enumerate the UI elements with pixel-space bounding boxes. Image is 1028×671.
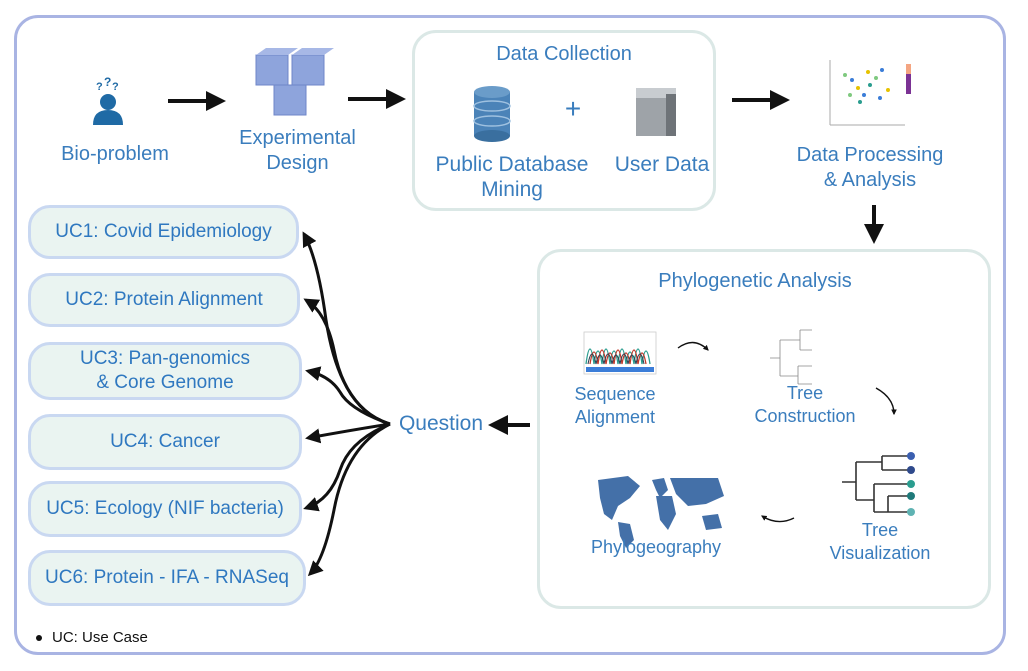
arrow-question-to-uc6 (307, 422, 391, 577)
tree-visualization-label: Tree Visualization (829, 520, 931, 563)
arrow-question-to-uc1 (302, 231, 391, 426)
arrow-question-to-uc4 (305, 422, 391, 444)
use-case-uc1[interactable]: UC1: Covid Epidemiology (28, 205, 299, 259)
phylogeography-label: Phylogeography (590, 537, 722, 557)
user-data-label: User Data (614, 153, 710, 176)
arrow-question-to-uc2 (303, 298, 391, 426)
world-map-icon (598, 476, 724, 548)
bio-problem-label: Bio-problem (61, 143, 169, 165)
phylogenetic-analysis-panel (537, 249, 991, 609)
svg-text:?: ? (104, 75, 111, 89)
diagram-frame (14, 15, 1006, 655)
legend-note-text: UC: Use Case (52, 629, 148, 646)
use-case-uc5[interactable]: UC5: Ecology (NIF bacteria) (28, 481, 302, 537)
use-case-uc6[interactable]: UC6: Protein - IFA - RNASeq (28, 550, 306, 606)
data-processing-label: Data Processing & Analysis (796, 144, 944, 191)
use-case-uc3[interactable]: UC3: Pan-genomics & Core Genome (28, 342, 302, 400)
experimental-design-label: Experimental Design (239, 127, 356, 174)
use-case-uc3-line2: & Core Genome (96, 372, 234, 393)
arrow-tree-to-viz (875, 387, 897, 416)
person-question-icon: ? ? ? (93, 75, 123, 125)
server-icon (636, 88, 676, 136)
tree-icon (770, 329, 812, 385)
use-case-uc4[interactable]: UC4: Cancer (28, 414, 302, 470)
cubes-icon (255, 48, 334, 116)
arrow-align-to-tree (677, 341, 709, 351)
arrow-question-to-uc5 (303, 422, 391, 512)
colored-tree-icon (842, 455, 910, 513)
svg-text:?: ? (112, 81, 119, 93)
arrow-viz-to-geo (761, 515, 795, 523)
bullet-icon (36, 635, 42, 642)
public-database-label: Public Database Mining (435, 153, 589, 201)
plus-sign: + (564, 93, 582, 124)
tree-construction-label: Tree Construction (754, 383, 856, 426)
use-case-uc3-line1: UC3: Pan-genomics (79, 348, 251, 369)
chromatogram-icon (583, 331, 657, 375)
database-icon (473, 86, 511, 142)
use-case-uc2[interactable]: UC2: Protein Alignment (28, 273, 300, 327)
legend-note: UC: Use Case (36, 629, 148, 646)
question-label: Question (398, 412, 484, 435)
sequence-alignment-label: Sequence Alignment (574, 384, 656, 427)
data-collection-title: Data Collection (496, 43, 632, 65)
scatter-thumbnail-icon (829, 60, 911, 126)
svg-text:?: ? (96, 81, 103, 93)
arrow-question-to-uc3 (305, 366, 391, 426)
phylogenetic-analysis-title: Phylogenetic Analysis (658, 270, 852, 292)
